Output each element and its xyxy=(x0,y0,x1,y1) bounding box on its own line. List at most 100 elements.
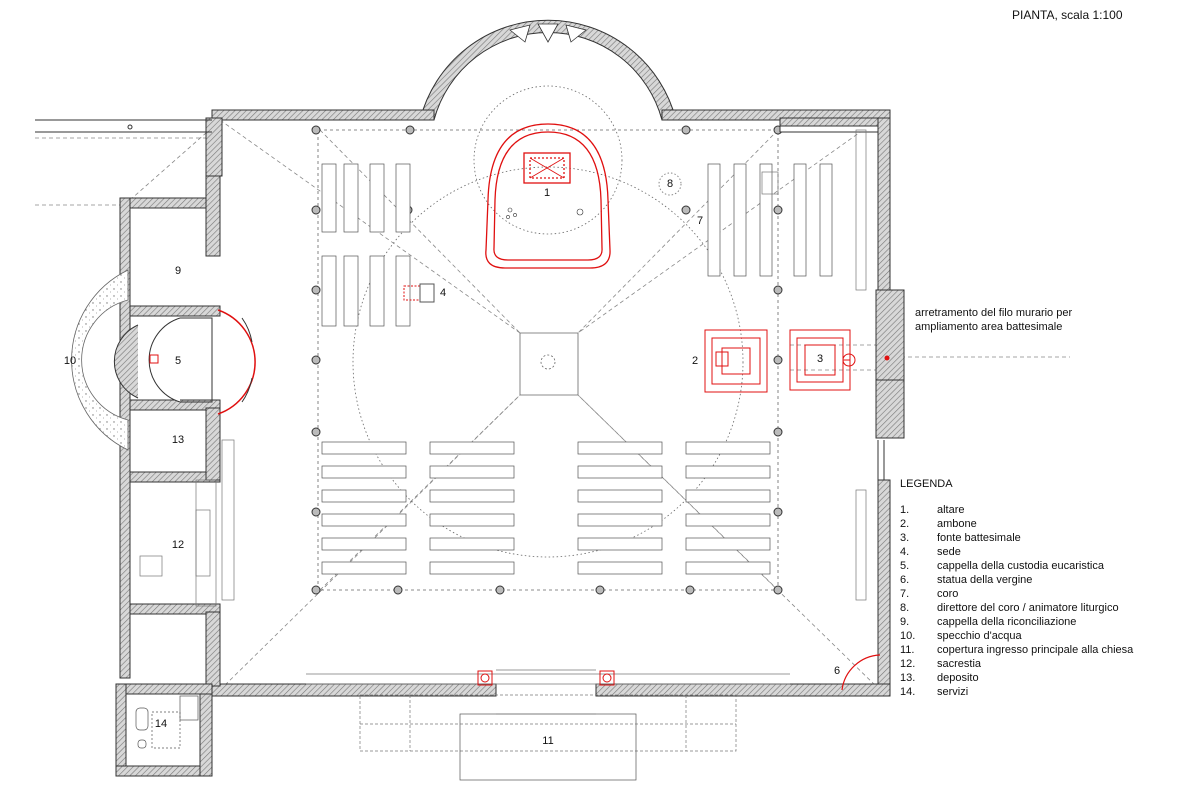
legend-item: 4.sede xyxy=(900,545,1133,559)
plan-label-altar: 1 xyxy=(543,187,551,199)
pew xyxy=(429,537,515,551)
legend-item: 10. specchio d'acqua xyxy=(900,629,1133,643)
entrance-canopy xyxy=(306,669,790,781)
legend-text: ambone xyxy=(937,518,977,530)
pew xyxy=(685,489,771,503)
legend-text: altare xyxy=(937,504,965,516)
sacristy-furniture xyxy=(139,129,867,607)
pew xyxy=(395,163,411,233)
plan-label-eucharistic-chapel: 5 xyxy=(174,355,182,367)
legend-text: sacrestia xyxy=(937,658,982,670)
pew xyxy=(321,537,407,551)
pew xyxy=(577,441,663,455)
plan-label-reconciliation: 9 xyxy=(174,265,182,277)
legend-num: 3. xyxy=(900,532,910,544)
plan-label-font: 3 xyxy=(816,353,824,365)
note-line-1: arretramento del filo murario per xyxy=(915,307,1073,319)
pew xyxy=(321,561,407,575)
legend-title: LEGENDA xyxy=(900,478,953,490)
wall-setback-note: arretramento del filo murario per amplia… xyxy=(915,306,1072,334)
pew xyxy=(343,255,359,327)
presider-seat xyxy=(403,283,435,303)
pew xyxy=(429,513,515,527)
walls xyxy=(115,19,905,777)
plan-label-sacristy: 12 xyxy=(171,539,185,551)
pew xyxy=(321,163,337,233)
legend-num: 2. xyxy=(900,518,910,530)
choir-director-spot xyxy=(658,172,682,196)
plan-label-water-mirror: 10 xyxy=(63,355,77,367)
pew xyxy=(685,537,771,551)
walkway xyxy=(35,119,212,133)
legend-item: 6. statua della vergine xyxy=(900,573,1133,587)
legend-text: deposito xyxy=(937,672,979,684)
legend-text: coro xyxy=(937,588,959,600)
right-wall-lines xyxy=(877,440,885,480)
entrance-fonts xyxy=(477,670,615,686)
legend-item: 12. sacrestia xyxy=(900,657,1133,671)
pew xyxy=(321,489,407,503)
note-line-2: ampliamento area battesimale xyxy=(915,321,1063,333)
legend-num: 5. xyxy=(900,560,910,572)
legend-text: fonte battesimale xyxy=(937,532,1021,544)
baptismal-font xyxy=(789,329,890,391)
legend-item: 13. deposito xyxy=(900,671,1133,685)
legend-item: 3. fonte battesimale xyxy=(900,531,1133,545)
plan-label-statue: 6 xyxy=(833,665,841,677)
altar-area xyxy=(485,123,611,269)
legend-item: 1. altare xyxy=(900,503,1133,517)
legend-num: 11. xyxy=(900,644,915,656)
legend-text: statua della vergine xyxy=(937,574,1033,586)
plan-label-seat: 4 xyxy=(439,287,447,299)
legend-item: 14.servizi xyxy=(900,685,1133,699)
legend-num: 10. xyxy=(900,630,916,642)
pew xyxy=(577,489,663,503)
virgin-statue-arc xyxy=(841,654,881,691)
pew xyxy=(429,465,515,479)
legend-text: specchio d'acqua xyxy=(937,630,1022,642)
pew xyxy=(759,163,773,277)
plan-label-storage: 13 xyxy=(171,434,185,446)
pew xyxy=(369,163,385,233)
legend-text: direttore del coro / animatore liturgico xyxy=(937,602,1119,614)
pew xyxy=(793,163,807,277)
pew xyxy=(707,163,721,277)
legend-item: 9. cappella della riconciliazione xyxy=(900,615,1133,629)
legend-num: 13. xyxy=(900,672,916,684)
legend-list: 1. altare 2. ambone 3. fonte battesimale 4.… xyxy=(900,503,1133,699)
pew xyxy=(429,561,515,575)
legend: LEGENDA 1. altare 2. ambone 3. fonte battes… xyxy=(900,477,1133,699)
legend-num: 9. xyxy=(900,616,910,628)
legend-num: 1. xyxy=(900,504,910,516)
legend-text: servizi xyxy=(937,686,969,698)
legend-text: sede xyxy=(937,546,961,558)
legend-item: 7. coro xyxy=(900,587,1133,601)
pew xyxy=(321,513,407,527)
pew xyxy=(429,489,515,503)
columns xyxy=(311,125,783,595)
legend-item: 8.direttore del coro / animatore liturgi… xyxy=(900,601,1133,615)
toilet-fixtures xyxy=(135,695,199,749)
pews xyxy=(321,163,833,575)
pew xyxy=(321,465,407,479)
pew xyxy=(395,255,411,327)
pew xyxy=(369,255,385,327)
plan-title: PIANTA, scala 1:100 xyxy=(1012,8,1123,22)
plan-label-services: 14 xyxy=(154,718,168,730)
legend-num: 12. xyxy=(900,658,916,670)
legend-num: 6. xyxy=(900,574,910,586)
pew xyxy=(685,465,771,479)
plan-label-choir: 7 xyxy=(696,215,704,227)
legend-text: cappella della riconciliazione xyxy=(937,616,1077,628)
pew xyxy=(577,537,663,551)
pew xyxy=(685,561,771,575)
pew xyxy=(685,513,771,527)
pew xyxy=(321,441,407,455)
plan-label-ambo: 2 xyxy=(691,355,699,367)
pew xyxy=(577,465,663,479)
legend-num: 7. xyxy=(900,588,910,600)
pew xyxy=(819,163,833,277)
pew xyxy=(685,441,771,455)
legend-item: 5.cappella della custodia eucaristica xyxy=(900,559,1133,573)
